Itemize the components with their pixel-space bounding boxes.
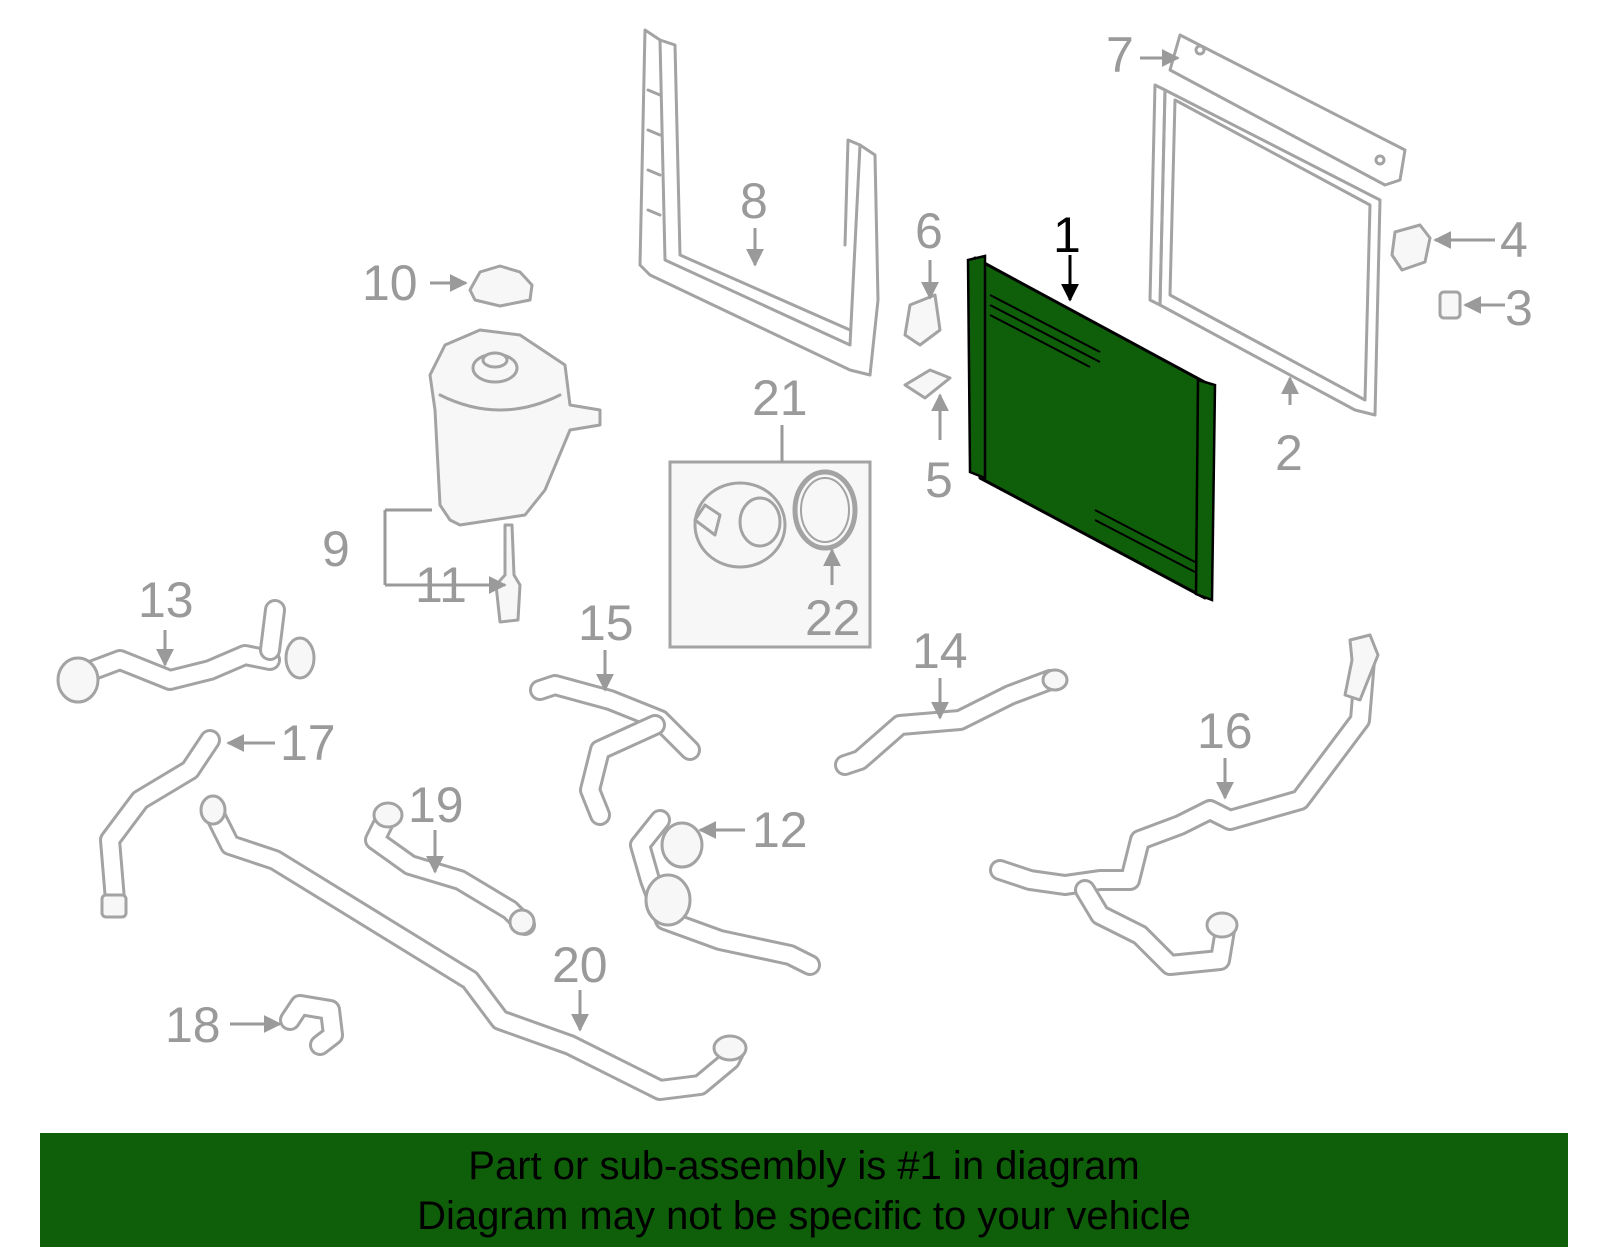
callout-10: 10 (362, 255, 418, 311)
banner-line-1: Part or sub-assembly is #1 in diagram (468, 1144, 1140, 1188)
callout-4: 4 (1500, 212, 1528, 268)
parts-diagram: 1 2 3 4 5 6 7 8 9 10 11 12 13 14 15 16 1… (56, 27, 1533, 1101)
callout-16: 16 (1197, 703, 1253, 759)
hose-14 (834, 668, 1069, 776)
callout-7: 7 (1106, 27, 1134, 83)
bracket-part-6 (903, 293, 942, 347)
water-pump (693, 481, 787, 569)
callout-1: 1 (1053, 207, 1081, 263)
callout-9: 9 (322, 521, 350, 577)
pipe-20 (199, 794, 748, 1101)
callout-2: 2 (1275, 425, 1303, 481)
banner-line-2: Diagram may not be specific to your vehi… (417, 1194, 1191, 1238)
info-banner: Part or sub-assembly is #1 in diagram Di… (40, 1133, 1568, 1247)
hose-18 (279, 994, 344, 1056)
callout-5: 5 (925, 452, 953, 508)
callout-19: 19 (408, 777, 464, 833)
callout-11: 11 (415, 557, 467, 613)
hose-15 (529, 674, 701, 826)
hose-16 (989, 633, 1380, 976)
callout-14: 14 (912, 623, 968, 679)
hose-13 (56, 599, 316, 704)
expansion-tank (428, 328, 602, 527)
reservoir-cap (468, 264, 534, 308)
leader-9 (383, 508, 505, 585)
callout-18: 18 (165, 997, 221, 1053)
radiator (1148, 83, 1382, 417)
callout-20: 20 (552, 937, 608, 993)
callout-13: 13 (138, 572, 194, 628)
callout-21: 21 (752, 370, 808, 426)
bracket-part-5 (903, 368, 952, 400)
callout-6: 6 (915, 203, 943, 259)
clip-part-4 (1390, 223, 1432, 272)
callout-17: 17 (280, 715, 336, 771)
level-sensor (494, 523, 522, 624)
callout-3: 3 (1505, 280, 1533, 336)
callout-8: 8 (740, 173, 768, 229)
radiator-support-frame (638, 28, 880, 377)
callout-22: 22 (805, 590, 861, 646)
condenser-highlighted (966, 254, 1217, 602)
pump-seal (792, 469, 858, 551)
callout-12: 12 (752, 802, 808, 858)
hose-17 (99, 729, 221, 919)
clip-part-3 (1438, 290, 1462, 320)
hose-12 (629, 809, 821, 976)
callout-15: 15 (578, 595, 634, 651)
